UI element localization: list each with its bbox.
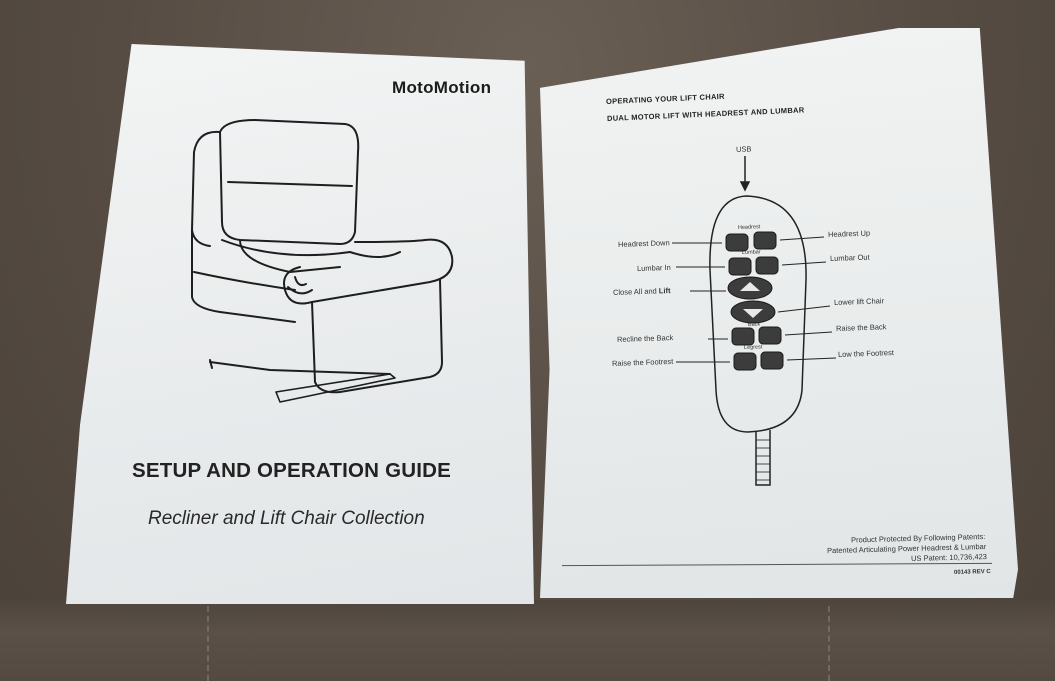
label-lower-lift-chair: Lower lift Chair [833,296,885,307]
label-headrest-up: Headrest Up [827,228,871,239]
label-lumbar-out: Lumbar Out [829,252,870,263]
operation-instructions-sheet [540,28,1018,598]
lift-chair-illustration [191,119,454,403]
label-lumbar-in: Lumbar In [636,262,671,273]
document-code: 00143 REV C [954,569,992,576]
hand-remote-diagram [672,156,837,486]
label-lift-text: Lift [658,285,671,296]
remote-group-legrest: Legrest [743,344,763,351]
remote-group-back: Back [747,321,761,328]
guide-subtitle: Recliner and Lift Chair Collection [148,508,425,529]
couch-stitching [207,606,209,681]
couch-stitching [828,606,830,681]
brand-logo: MotoMotion [392,78,492,97]
couch-cushion-seam [0,600,1055,681]
guide-cover-sheet [66,44,534,604]
label-headrest-down: Headrest Down [617,238,670,249]
guide-title: SETUP AND OPERATION GUIDE [132,459,451,482]
label-close-all-text: Close All and [612,286,660,297]
label-raise-back: Raise the Back [835,322,887,333]
remote-group-lumbar: Lumbar [741,249,761,256]
remote-group-headrest: Headrest [737,224,761,231]
